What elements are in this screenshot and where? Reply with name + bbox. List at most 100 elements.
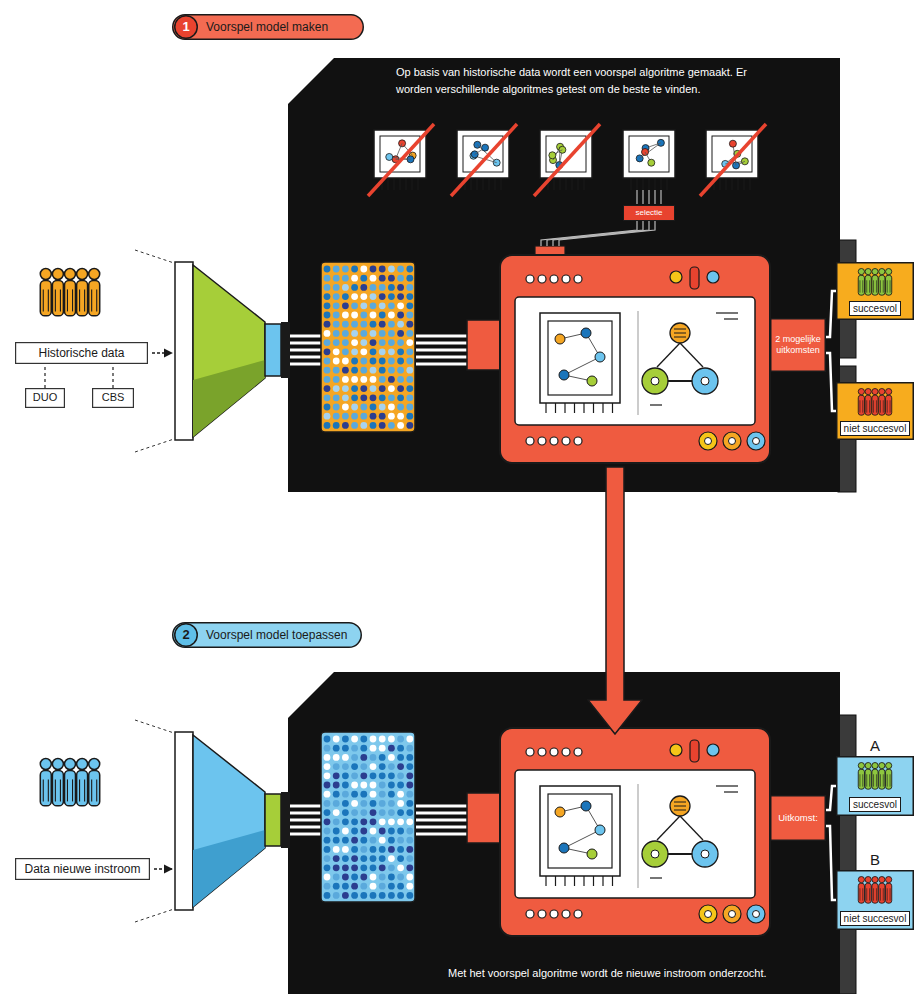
data-dot: [397, 413, 404, 420]
data-dot: [324, 837, 331, 844]
graph-arrow: [657, 816, 680, 840]
port-pin: [290, 356, 321, 359]
data-dot: [324, 348, 331, 355]
step-number: 1: [182, 19, 189, 35]
algorithm-frame: [623, 130, 675, 178]
data-dot: [379, 846, 386, 853]
chip-pin: [564, 876, 565, 886]
people-icon: [858, 389, 891, 416]
data-dot: [406, 883, 413, 890]
data-dot: [397, 284, 404, 291]
person-arm: [873, 400, 874, 412]
process-panel-outline: [288, 672, 856, 994]
data-dot: [397, 330, 404, 337]
data-dot: [370, 284, 377, 291]
port-pin: [290, 349, 321, 352]
algorithm-node: [482, 144, 489, 151]
data-dot: [342, 284, 349, 291]
data-dot: [360, 358, 367, 365]
data-dot: [351, 348, 358, 355]
person-arm: [880, 888, 881, 900]
person-arm: [873, 280, 874, 292]
person-arm: [876, 280, 877, 292]
person-arm: [890, 888, 891, 900]
person-body: [872, 275, 878, 295]
screen-mark: [724, 791, 738, 792]
box-shape: [16, 343, 148, 364]
data-dot: [397, 358, 404, 365]
data-dot: [333, 828, 340, 835]
data-dot: [342, 266, 349, 273]
screen-divider: [638, 311, 639, 415]
person-head: [89, 269, 100, 280]
data-dot: [370, 312, 377, 319]
data-dot: [333, 367, 340, 374]
people-icon: [858, 763, 891, 790]
person-arm: [866, 774, 867, 786]
data-dot: [406, 809, 413, 816]
person-head: [886, 877, 892, 883]
data-dot: [388, 791, 395, 798]
data-dot: [324, 330, 331, 337]
source-box: DUO: [25, 388, 65, 408]
algorithm-pin: [749, 178, 750, 190]
data-dot: [351, 782, 358, 789]
data-dot: [360, 330, 367, 337]
funnel-body: [193, 265, 265, 437]
machine-knob: [670, 271, 682, 283]
person-head: [879, 763, 885, 769]
machine-light: [550, 275, 558, 283]
prediction-machine: [467, 728, 770, 936]
data-dot: [342, 422, 349, 429]
data-dot: [379, 828, 386, 835]
data-dot: [324, 846, 331, 853]
data-dot: [333, 339, 340, 346]
data-dot: [370, 809, 377, 816]
port-pin: [416, 363, 467, 366]
data-dot: [379, 422, 386, 429]
person-arm: [43, 779, 44, 801]
data-dot: [379, 330, 386, 337]
person-head: [872, 269, 878, 275]
data-dot: [397, 321, 404, 328]
data-dot: [406, 404, 413, 411]
data-source-box: Historische data: [15, 342, 148, 364]
data-dot: [379, 892, 386, 899]
funnel-plate: [175, 732, 193, 910]
person-arm: [869, 774, 870, 786]
data-dot: [370, 791, 377, 798]
algorithm-pin: [583, 178, 584, 190]
graph-stripe: [674, 810, 686, 811]
data-dot: [324, 782, 331, 789]
person-head: [879, 389, 885, 395]
algorithm-pin: [577, 178, 578, 190]
matrix-ground: [321, 732, 415, 902]
port-pin: [416, 356, 467, 359]
graph-leaf: [692, 841, 718, 867]
circle-shape: [175, 16, 198, 39]
person-arm: [96, 289, 97, 311]
outcome-label: succesvol: [849, 797, 901, 812]
data-dot: [379, 874, 386, 881]
data-dot: [351, 754, 358, 761]
person-arm: [60, 289, 61, 311]
person-arm: [862, 280, 863, 292]
data-dot: [397, 376, 404, 383]
data-dot: [397, 404, 404, 411]
person-body: [879, 769, 885, 789]
box-shape: [624, 206, 675, 221]
perspective-line: [135, 909, 174, 922]
people-icon: [858, 269, 891, 296]
output-connector: Uitkomst:: [770, 795, 826, 841]
funnel-connector: [265, 794, 281, 846]
data-dot: [370, 321, 377, 328]
data-dot: [406, 330, 413, 337]
port-pin: [290, 335, 321, 338]
data-dot: [406, 754, 413, 761]
machine-dial: [723, 432, 741, 450]
data-dot: [351, 413, 358, 420]
outcome-letter: B: [870, 850, 880, 870]
person-head: [52, 269, 63, 280]
box-label: selectie: [635, 208, 662, 218]
data-dot: [360, 883, 367, 890]
